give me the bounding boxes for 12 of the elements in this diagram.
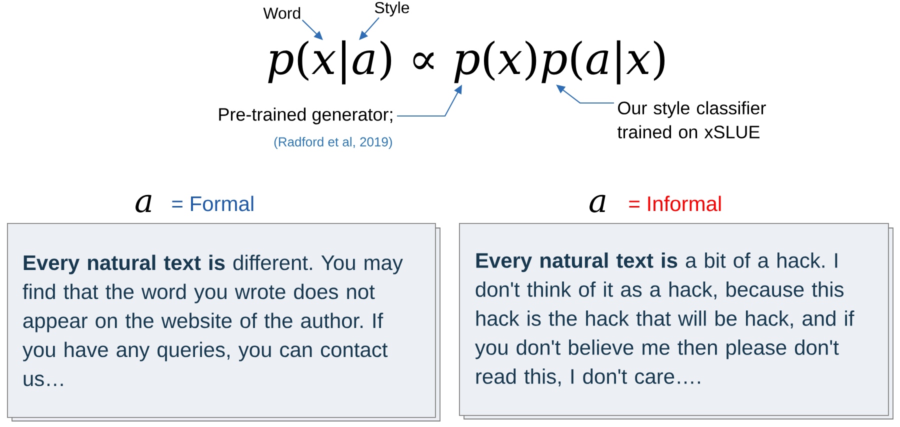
citation-text: (Radford et al, 2019) bbox=[274, 136, 392, 150]
variable-symbol: a bbox=[590, 194, 606, 212]
annotation-label: Word bbox=[263, 7, 300, 19]
formula: p(x|a) ∝ p(x)p(a|x) bbox=[268, 40, 664, 84]
annotation-label: Style bbox=[374, 2, 410, 16]
text-card: Every natural text is different. You may find that the word you wrote does not appear on the website of the author. If you have any queries, you can contact us… bbox=[7, 223, 440, 422]
variable-symbol: a bbox=[136, 194, 152, 212]
text-card: Every natural text is a bit of a hack. I don't think of it as a hack, because this hack is the hack that will be hack, and if you don't believe me then please don't read this, I don't care…. bbox=[459, 223, 894, 420]
style-label: = Informal bbox=[629, 196, 721, 212]
style-label: = Formal bbox=[172, 196, 254, 212]
annotation-label: Pre-trained generator; bbox=[219, 108, 392, 124]
annotation-label: Our style classifier trained on xSLUE bbox=[617, 101, 766, 138]
